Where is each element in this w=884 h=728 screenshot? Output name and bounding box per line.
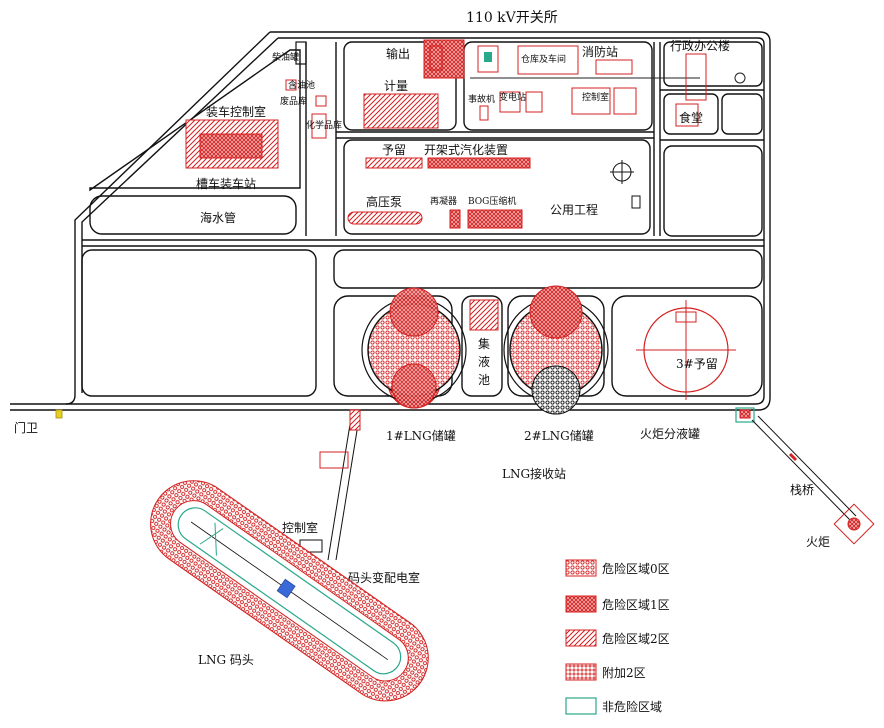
flare-drum-label: 火炬分液罐 — [640, 426, 700, 441]
tank-2: 2#LNG储罐 — [503, 285, 609, 443]
legend-label-zone-1: 危险区域1区 — [602, 597, 670, 612]
flare-system: 火炬分液罐 栈桥 火炬 — [640, 407, 875, 549]
metering-label: 计量 — [384, 79, 408, 93]
output-label: 输出 — [386, 46, 410, 61]
tank3-label: 3#予留 — [676, 357, 718, 371]
oil-pool-label: 含油池 — [288, 79, 315, 91]
seawater-pipe-label: 海水管 — [200, 210, 236, 225]
loading-control-label: 装车控制室 — [206, 104, 266, 119]
legend: 危险区域0区 危险区域1区 危险区域2区 附加2区 非危险区域 — [565, 559, 670, 715]
waste-store-label: 废品库 — [280, 95, 307, 107]
jetty-power-label: 码头变配电室 — [348, 570, 420, 585]
accident-pump-label: 事故机 — [468, 93, 495, 105]
road-network — [10, 31, 771, 411]
warehouse-label: 仓库及车间 — [521, 53, 566, 65]
utilities-label: 公用工程 — [550, 202, 598, 217]
gate-marker — [55, 409, 63, 419]
vaporizer-label: 开架式汽化装置 — [424, 142, 508, 157]
tank-3: 3#予留 — [636, 300, 736, 400]
canteen-label: 食堂 — [679, 110, 703, 125]
substation-label: 110 kV开关所 — [466, 10, 558, 26]
tank1-label: 1#LNG储罐 — [386, 428, 456, 443]
jetty-label: LNG 码头 — [198, 653, 254, 667]
truck-loading-area: 装车控制室 槽车装车站 — [185, 104, 279, 191]
hp-pump-area: 高压泵 再凝器 BOG压缩机 公用工程 — [347, 160, 641, 229]
admin-label: 行政办公楼 — [670, 38, 730, 53]
terminal-label: LNG接收站 — [502, 466, 566, 481]
legend-label-zone-0: 危险区域0区 — [602, 561, 670, 576]
tank-1: 1#LNG储罐 — [361, 287, 467, 443]
control-room-top: 控制室 变电站 事故机 — [468, 77, 700, 121]
collect-pool: 集 液 池 — [469, 299, 499, 387]
legend-swatch-zone-2 — [565, 629, 597, 647]
legend-label-zone-2: 危险区域2区 — [602, 631, 670, 646]
legend-label-additional-2: 附加2区 — [602, 666, 646, 680]
hp-pump-label: 高压泵 — [366, 194, 402, 209]
flare-label: 火炬 — [806, 535, 830, 549]
recondenser-label: 再凝器 — [430, 196, 457, 207]
collect-pool-label-2: 液 — [478, 354, 490, 369]
truck-loading-label: 槽车装车站 — [196, 176, 256, 191]
block-outlines — [81, 41, 763, 397]
legend-swatch-zone-1 — [565, 595, 597, 613]
warehouse-area: 仓库及车间 消防站 — [477, 44, 633, 75]
reserve-label: 予留 — [382, 143, 406, 157]
legend-swatch-non-hazard — [565, 697, 597, 715]
control-room-label-top: 控制室 — [582, 91, 609, 103]
jetty-control-label: 控制室 — [282, 520, 318, 535]
admin-area: 行政办公楼 食堂 — [670, 38, 746, 127]
fuel-area: 柴油罐 含油池 废品库 化学品库 — [272, 41, 342, 139]
legend-swatch-zone-0 — [565, 559, 597, 577]
fire-station-label: 消防站 — [582, 44, 618, 59]
trestle-label: 栈桥 — [790, 482, 814, 497]
metering-area: 计量 — [363, 79, 439, 129]
fuel-tank-label: 柴油罐 — [272, 51, 299, 63]
vaporizer-area: 予留 开架式汽化装置 — [365, 142, 531, 169]
bog-label: BOG压缩机 — [468, 195, 516, 207]
chem-store-label: 化学品库 — [306, 119, 342, 131]
legend-swatch-additional-2 — [565, 663, 597, 681]
output-area: 输出 — [386, 39, 465, 79]
lng-jetty — [150, 480, 429, 702]
tank2-label: 2#LNG储罐 — [524, 428, 594, 443]
gate-label: 门卫 — [14, 420, 38, 435]
legend-label-non-hazard: 非危险区域 — [602, 699, 662, 714]
power-station-label: 变电站 — [499, 91, 526, 103]
collect-pool-label-3: 池 — [478, 373, 490, 387]
collect-pool-label-1: 集 — [478, 336, 490, 351]
